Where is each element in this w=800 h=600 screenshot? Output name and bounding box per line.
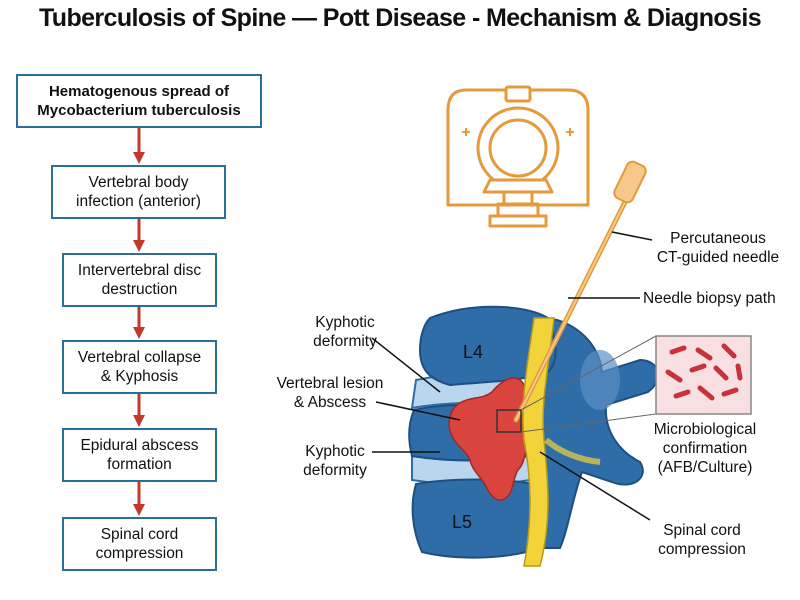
vertebra-l4 [418, 305, 557, 387]
flow-step-label: Intervertebral disc destruction [77, 262, 202, 298]
label-kyphotic-deformity-top: Kyphotic deformity [313, 314, 377, 350]
flow-step-disc-destruction: Intervertebral disc destruction [62, 253, 217, 307]
leader-lines [371, 231, 653, 521]
ct-scanner-icon [446, 85, 590, 228]
lumbar-spine [408, 305, 660, 567]
flow-arrow [133, 219, 145, 252]
flow-step-hematogenous-spread: Hematogenous spread of Mycobacterium tub… [16, 74, 262, 128]
label-vertebral-lesion-abscess: Vertebral lesion & Abscess [276, 375, 384, 411]
flow-step-epidural-abscess: Epidural abscess formation [62, 428, 217, 482]
label-spinal-cord-compression: Spinal cord compression [658, 522, 746, 558]
label-percutaneous-needle: Percutaneous CT-guided needle [656, 230, 780, 266]
biopsy-target-box [496, 409, 522, 433]
flow-arrow [133, 128, 145, 164]
flow-step-label: Epidural abscess formation [80, 437, 199, 473]
flow-arrow [133, 307, 145, 339]
vertebral-lesion-abscess [448, 377, 538, 501]
label-needle-biopsy-path: Needle biopsy path [643, 290, 776, 307]
flow-step-label: Vertebral body infection (anterior) [76, 174, 201, 210]
vertebra-label-l5: L5 [452, 512, 472, 532]
flow-arrow [133, 394, 145, 427]
flow-step-label: Vertebral collapse & Kyphosis [77, 349, 202, 385]
vertebra-label-l4: L4 [463, 342, 483, 362]
flow-step-label: Hematogenous spread of Mycobacterium tub… [37, 83, 241, 119]
flow-arrow [133, 482, 145, 516]
page-title: Tuberculosis of Spine — Pott Disease - M… [38, 4, 762, 32]
vertebra-l5 [411, 478, 542, 559]
flow-step-label: Spinal cord compression [95, 526, 184, 562]
flow-step-vertebral-infection: Vertebral body infection (anterior) [51, 165, 226, 219]
biopsy-needle-icon [513, 160, 647, 423]
label-kyphotic-deformity-bottom: Kyphotic deformity [303, 443, 367, 479]
flow-step-vertebral-collapse: Vertebral collapse & Kyphosis [62, 340, 217, 394]
bacteria-icon [655, 335, 752, 415]
flow-step-cord-compression: Spinal cord compression [62, 517, 217, 571]
label-microbiological-confirmation: Microbiological confirmation (AFB/Cultur… [653, 421, 757, 476]
